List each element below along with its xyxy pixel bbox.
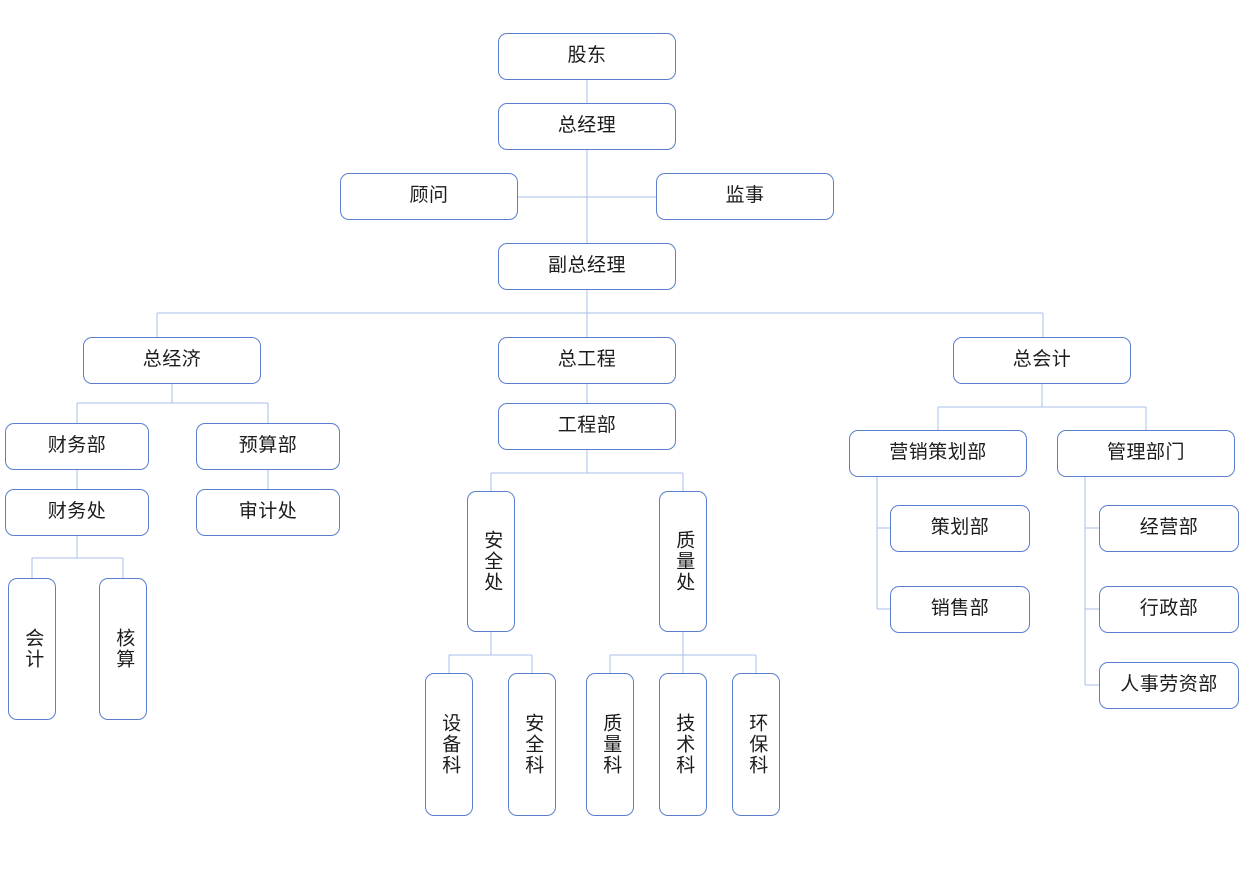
node-label: 总会计 [1012, 349, 1072, 371]
node-chief-engineer[interactable]: 总工程 [498, 337, 676, 384]
node-label: 营销策划部 [889, 442, 987, 464]
node-chief-economist[interactable]: 总经济 [83, 337, 261, 384]
node-label: 人事劳资部 [1120, 674, 1218, 696]
node-label: 行政部 [1139, 598, 1199, 620]
node-label: 顾问 [409, 185, 449, 207]
node-label: 技术科 [673, 713, 695, 776]
node-audit-office[interactable]: 审计处 [196, 489, 340, 536]
node-label: 安全科 [522, 713, 544, 776]
node-label: 审计处 [238, 501, 298, 523]
node-label: 管理部门 [1106, 442, 1185, 464]
node-safety-section[interactable]: 安全科 [508, 673, 556, 816]
node-label: 质量科 [600, 713, 622, 776]
node-bookkeeping-unit[interactable]: 核算 [99, 578, 147, 720]
node-administration-department[interactable]: 行政部 [1099, 586, 1239, 633]
node-label: 核算 [113, 628, 135, 670]
node-accounting-unit[interactable]: 会计 [8, 578, 56, 720]
node-label: 财务处 [47, 501, 107, 523]
node-label: 总经济 [142, 349, 202, 371]
node-supervisor[interactable]: 监事 [656, 173, 834, 220]
node-equipment-section[interactable]: 设备科 [425, 673, 473, 816]
node-label: 设备科 [439, 713, 461, 776]
node-deputy-general-manager[interactable]: 副总经理 [498, 243, 676, 290]
node-advisor[interactable]: 顾问 [340, 173, 518, 220]
node-engineering-department[interactable]: 工程部 [498, 403, 676, 450]
node-quality-office[interactable]: 质量处 [659, 491, 707, 632]
node-label: 总工程 [557, 349, 617, 371]
node-sales-department[interactable]: 销售部 [890, 586, 1030, 633]
node-label: 工程部 [557, 415, 617, 437]
node-label: 总经理 [557, 115, 617, 137]
node-technology-section[interactable]: 技术科 [659, 673, 707, 816]
node-shareholders[interactable]: 股东 [498, 33, 676, 80]
node-safety-office[interactable]: 安全处 [467, 491, 515, 632]
node-operations-department[interactable]: 经营部 [1099, 505, 1239, 552]
node-label: 副总经理 [547, 255, 626, 277]
node-management-department[interactable]: 管理部门 [1057, 430, 1235, 477]
node-label: 预算部 [238, 435, 298, 457]
node-quality-section[interactable]: 质量科 [586, 673, 634, 816]
node-label: 股东 [567, 45, 607, 67]
node-finance-department[interactable]: 财务部 [5, 423, 149, 470]
node-label: 经营部 [1139, 517, 1199, 539]
node-label: 环保科 [746, 713, 768, 776]
node-label: 财务部 [47, 435, 107, 457]
node-marketing-planning-department[interactable]: 营销策划部 [849, 430, 1027, 477]
node-label: 会计 [22, 628, 44, 670]
node-label: 安全处 [481, 530, 503, 593]
node-label: 策划部 [930, 517, 990, 539]
node-finance-office[interactable]: 财务处 [5, 489, 149, 536]
node-hr-labor-department[interactable]: 人事劳资部 [1099, 662, 1239, 709]
node-label: 监事 [725, 185, 765, 207]
node-general-manager[interactable]: 总经理 [498, 103, 676, 150]
node-budget-department[interactable]: 预算部 [196, 423, 340, 470]
node-label: 质量处 [673, 530, 695, 593]
node-chief-accountant[interactable]: 总会计 [953, 337, 1131, 384]
node-planning-department[interactable]: 策划部 [890, 505, 1030, 552]
node-label: 销售部 [930, 598, 990, 620]
node-environment-section[interactable]: 环保科 [732, 673, 780, 816]
